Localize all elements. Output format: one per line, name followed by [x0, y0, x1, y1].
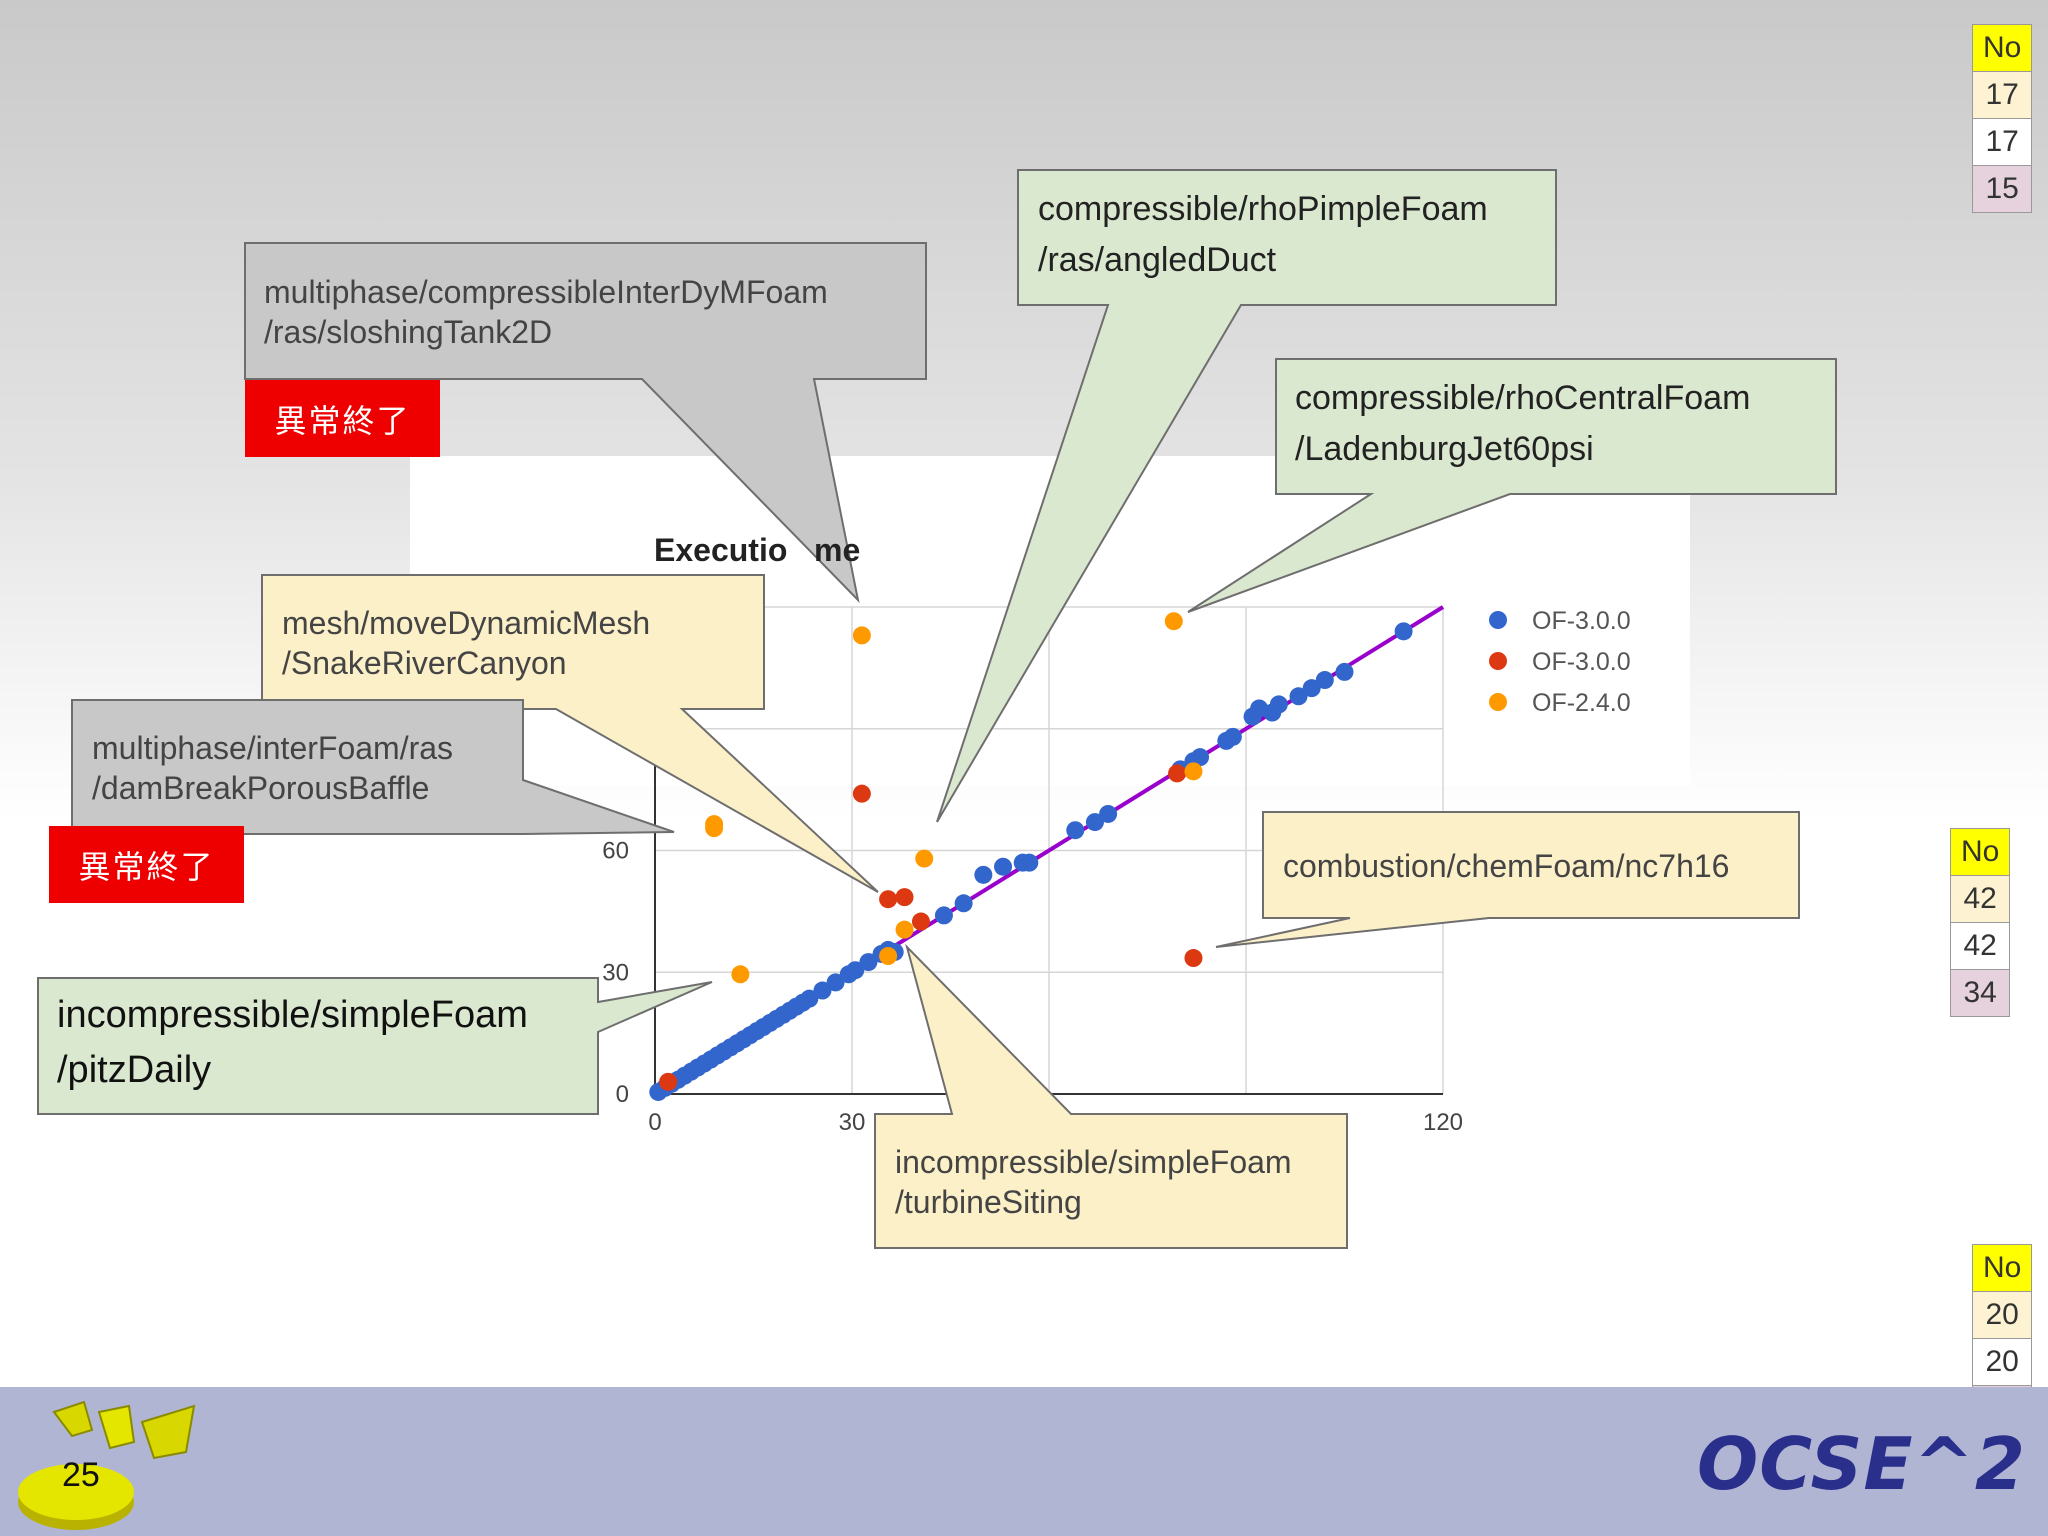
abnormal-termination-badge: 異常終了 — [49, 826, 244, 903]
data-point-series-0 — [1269, 695, 1288, 714]
y-tick-label: 0 — [616, 1081, 629, 1108]
data-point-series-0 — [1394, 622, 1413, 641]
callout-snakeriver-line1: mesh/moveDynamicMesh — [282, 605, 651, 641]
data-point-series-0 — [859, 953, 878, 972]
callout-chemfoam-line1: combustion/chemFoam/nc7h16 — [1283, 848, 1730, 884]
data-point-series-0 — [800, 989, 819, 1008]
x-tick-label: 120 — [1423, 1109, 1463, 1136]
callout-snakeriver-line2: /SnakeRiverCanyon — [282, 645, 567, 681]
data-point-series-0 — [1223, 727, 1242, 746]
data-point-series-2 — [705, 819, 724, 838]
callout-pitzdaily-line1: incompressible/simpleFoam — [57, 994, 528, 1036]
data-point-series-0 — [1191, 748, 1210, 767]
table-header: No — [1949, 828, 2011, 876]
abnormal-termination-badge: 異常終了 — [245, 380, 440, 457]
data-point-series-1 — [879, 890, 898, 909]
data-point-series-1 — [1168, 764, 1187, 783]
data-point-series-0 — [974, 865, 993, 884]
data-point-series-2 — [731, 965, 750, 984]
legend-label: OF-2.4.0 — [1532, 689, 1631, 717]
callout-dambreak-line1: multiphase/interFoam/ras — [92, 730, 454, 766]
data-point-series-0 — [846, 961, 865, 980]
side-table-top: No 17 17 15 — [1971, 24, 2033, 213]
table-cell: 34 — [1949, 969, 2011, 1017]
logo-icon — [18, 1400, 196, 1530]
data-point-series-2 — [895, 920, 914, 939]
callout-sloshing-line2: /ras/sloshingTank2D — [264, 314, 553, 350]
data-point-series-2 — [1164, 612, 1183, 631]
callout-ladenburg-line1: compressible/rhoCentralFoam — [1295, 379, 1751, 417]
y-tick-label: 60 — [602, 838, 629, 865]
data-point-series-2 — [915, 849, 934, 868]
data-point-series-0 — [1020, 853, 1039, 872]
callout-angledduct-line1: compressible/rhoPimpleFoam — [1038, 190, 1488, 228]
data-point-series-0 — [826, 973, 845, 992]
table-cell: 20 — [1971, 1338, 2033, 1386]
callout-turbinesiting-line1: incompressible/simpleFoam — [895, 1144, 1292, 1180]
table-header: No — [1971, 24, 2033, 72]
brand-logo-text: OCSE^2 — [1697, 1422, 2026, 1506]
table-cell: 42 — [1949, 922, 2011, 970]
data-point-series-0 — [1335, 662, 1354, 681]
data-point-series-2 — [879, 947, 898, 966]
data-point-series-1 — [659, 1072, 678, 1091]
callout-sloshing-line1: multiphase/compressibleInterDyMFoam — [264, 274, 828, 310]
data-point-series-0 — [1302, 679, 1321, 698]
x-tick-label: 30 — [839, 1109, 866, 1136]
data-point-series-1 — [911, 912, 930, 931]
data-point-series-0 — [1289, 687, 1308, 706]
data-point-series-0 — [1099, 804, 1118, 823]
data-point-series-0 — [954, 894, 973, 913]
callout-chemFoam — [1215, 811, 1800, 948]
legend: OF-3.0.0OF-3.0.0OF-2.4.0 — [1489, 607, 1631, 717]
callout-dambreak-line2: /damBreakPorousBaffle — [92, 770, 430, 806]
data-point-series-1 — [1184, 949, 1203, 968]
page-number: 25 — [62, 1456, 100, 1494]
legend-label: OF-3.0.0 — [1532, 607, 1631, 635]
table-cell: 17 — [1971, 71, 2033, 119]
data-point-series-0 — [1315, 671, 1334, 690]
data-point-series-0 — [994, 857, 1013, 876]
table-cell: 15 — [1971, 165, 2033, 213]
side-table-middle: No 42 42 34 — [1949, 828, 2011, 1017]
x-tick-label: 0 — [648, 1109, 661, 1136]
y-tick-label: 30 — [602, 959, 629, 986]
callout-turbinesiting-line2: /turbineSiting — [895, 1184, 1082, 1220]
legend-swatch — [1489, 693, 1507, 711]
table-cell: 20 — [1971, 1291, 2033, 1339]
callout-turbineSiting — [874, 943, 1348, 1249]
table-cell: 42 — [1949, 875, 2011, 923]
data-point-series-2 — [852, 626, 871, 645]
callout-pitzDaily — [37, 977, 713, 1115]
callout-ladenburg-line2: /LadenburgJet60psi — [1295, 430, 1594, 468]
data-point-series-0 — [1085, 813, 1104, 832]
callout-sloshing — [244, 242, 927, 604]
data-point-series-0 — [934, 906, 953, 925]
table-header: No — [1971, 1244, 2033, 1292]
callout-angledDuct — [936, 169, 1557, 823]
data-point-series-0 — [813, 981, 832, 1000]
callouts-layer — [37, 169, 1837, 1249]
chart-title: Executio me — [654, 532, 861, 568]
callout-pitzdaily-line2: /pitzDaily — [57, 1049, 212, 1091]
legend-label: OF-3.0.0 — [1532, 648, 1631, 676]
data-point-series-2 — [1184, 762, 1203, 781]
legend-swatch — [1489, 652, 1507, 670]
footer-bar — [0, 1387, 2048, 1536]
marks-layer — [649, 605, 1445, 1101]
data-point-series-1 — [852, 784, 871, 803]
legend-swatch — [1489, 611, 1507, 629]
callout-angledduct-line2: /ras/angledDuct — [1038, 241, 1277, 279]
table-cell: 17 — [1971, 118, 2033, 166]
data-point-series-1 — [895, 888, 914, 907]
data-point-series-0 — [1066, 821, 1085, 840]
callout-ladenburg — [1187, 358, 1837, 613]
